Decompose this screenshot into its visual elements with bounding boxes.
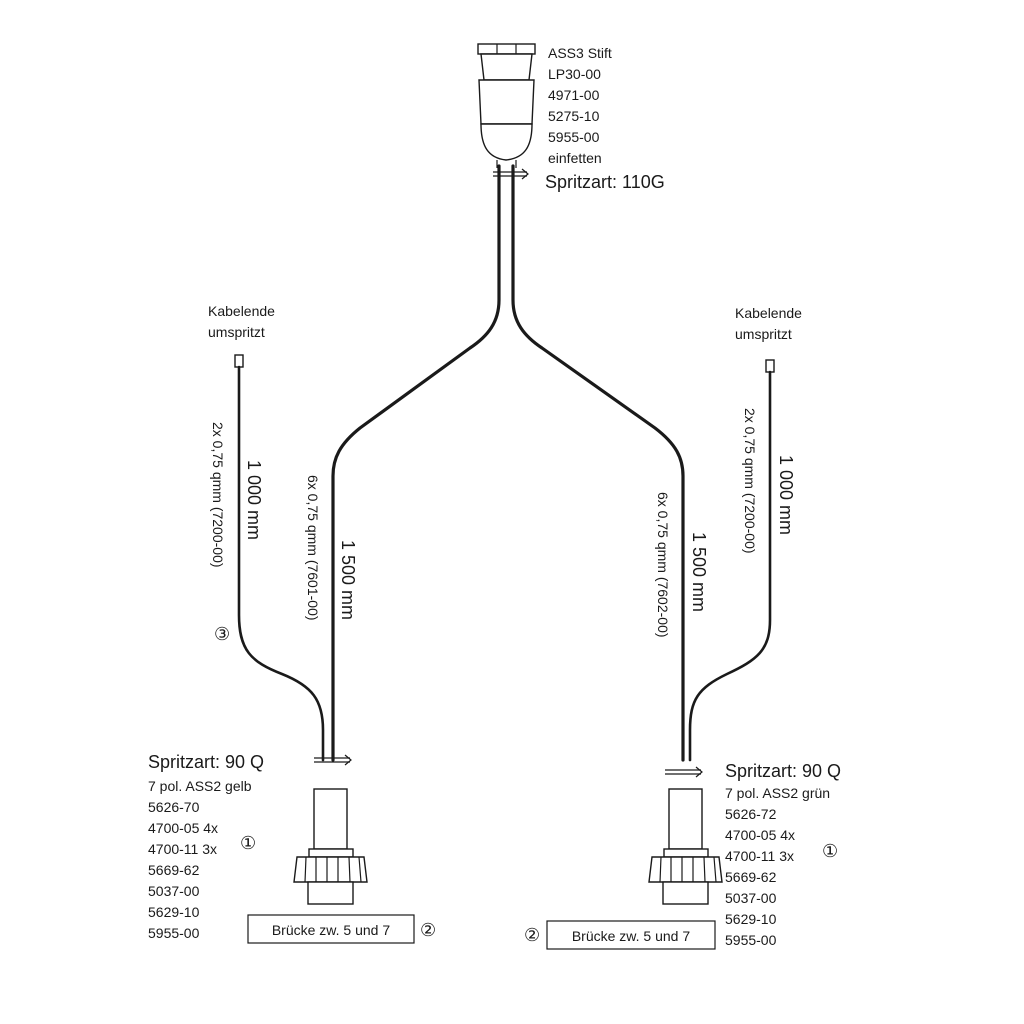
top-spritzart: Spritzart: 110G (545, 172, 665, 192)
right-bridge-callout: ② (524, 925, 540, 945)
left-connector-label: Spritzart: 90 Q 7 pol. ASS2 gelb 5626-70… (148, 752, 436, 944)
right-cable-end-line-1: Kabelende (735, 305, 802, 321)
right-label-line-5: 5669-62 (725, 869, 777, 885)
right-label-line-8: 5955-00 (725, 932, 777, 948)
left-label-line-7: 5629-10 (148, 904, 200, 920)
right-main-cable-spec: 6x 0,75 qmm (7602-00) (655, 492, 671, 638)
top-label-line-1: ASS3 Stift (548, 45, 612, 61)
right-label-line-7: 5629-10 (725, 911, 777, 927)
right-label-line-6: 5037-00 (725, 890, 777, 906)
left-cable-end-line-1: Kabelende (208, 303, 275, 319)
left-label-line-2: 5626-70 (148, 799, 200, 815)
right-bridge-label: Brücke zw. 5 und 7 (572, 928, 691, 944)
left-bridge-callout: ② (420, 920, 436, 940)
right-connector-label: Spritzart: 90 Q 7 pol. ASS2 grün 5626-72… (524, 761, 841, 950)
left-bridge-label: Brücke zw. 5 und 7 (272, 922, 391, 938)
left-bridge-box (247, 914, 415, 944)
top-label-line-5: 5955-00 (548, 129, 600, 145)
right-outer-cable-spec: 2x 0,75 qmm (7200-00) (742, 408, 758, 554)
left-callout-1: ① (240, 833, 256, 853)
left-label-line-1: 7 pol. ASS2 gelb (148, 778, 252, 794)
right-cable-end-line-2: umspritzt (735, 326, 792, 342)
top-label-line-3: 4971-00 (548, 87, 600, 103)
right-outer-cable-line (688, 359, 775, 762)
right-label-line-1: 7 pol. ASS2 grün (725, 785, 830, 801)
left-main-cable-spec: 6x 0,75 qmm (7601-00) (305, 475, 321, 621)
main-trunk (331, 164, 685, 762)
left-cable-end-line-2: umspritzt (208, 324, 265, 340)
left-connector (293, 754, 368, 905)
top-label-line-6: einfetten (548, 150, 602, 166)
right-spritzart: Spritzart: 90 Q (725, 761, 841, 781)
left-outer-cable-spec: 2x 0,75 qmm (7200-00) (210, 422, 226, 568)
left-label-line-4: 4700-11 3x (148, 841, 217, 857)
left-label-line-8: 5955-00 (148, 925, 200, 941)
left-outer-callout: ③ (214, 624, 230, 644)
right-label-line-3: 4700-05 4x (725, 827, 795, 843)
right-main-cable-length: 1 500 mm (689, 532, 709, 612)
top-connector-label: ASS3 Stift LP30-00 4971-00 5275-10 5955-… (545, 45, 665, 192)
left-outer-cable-length: 1 000 mm (244, 460, 264, 540)
top-connector (477, 43, 536, 180)
right-label-line-4: 4700-11 3x (725, 848, 794, 864)
left-label-line-5: 5669-62 (148, 862, 200, 878)
right-connector (648, 766, 723, 905)
right-label-line-2: 5626-72 (725, 806, 777, 822)
left-main-cable-length: 1 500 mm (338, 540, 358, 620)
top-label-line-4: 5275-10 (548, 108, 600, 124)
right-bridge-box (546, 920, 716, 950)
left-label-line-3: 4700-05 4x (148, 820, 218, 836)
left-spritzart: Spritzart: 90 Q (148, 752, 264, 772)
left-label-line-6: 5037-00 (148, 883, 200, 899)
left-outer-cable-line (234, 354, 325, 762)
right-callout-1: ① (822, 841, 838, 861)
right-outer-cable-length: 1 000 mm (776, 455, 796, 535)
top-label-line-2: LP30-00 (548, 66, 601, 82)
